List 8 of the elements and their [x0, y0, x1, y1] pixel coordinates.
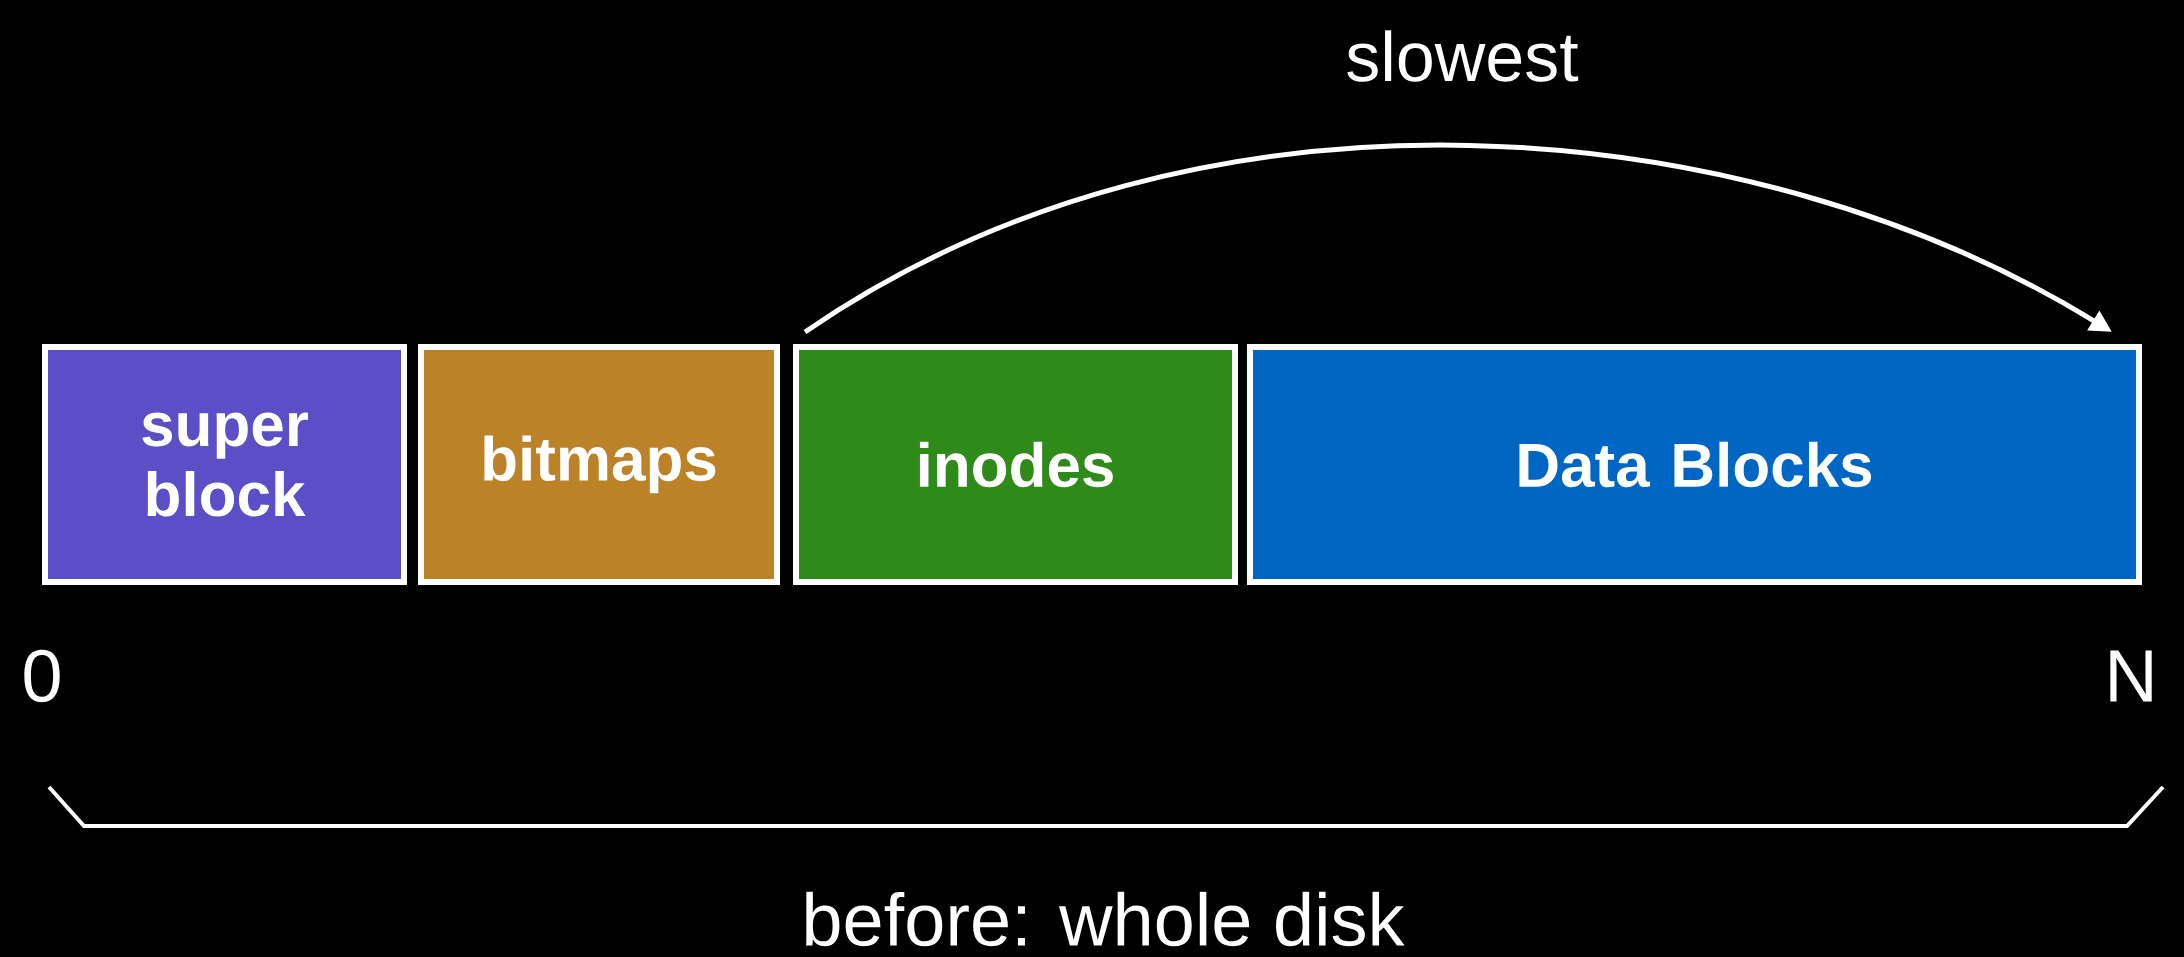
block-box: super block [42, 344, 407, 585]
axis-label: 0 [24, 649, 60, 703]
block-box: inodes [793, 344, 1238, 585]
block-box: bitmaps [418, 344, 780, 585]
axis-label: before: whole disk [806, 891, 1405, 947]
block-box: Data Blocks [1247, 344, 2142, 585]
axis-label: N [2110, 650, 2152, 702]
edge-label: slowest [1347, 30, 1579, 82]
